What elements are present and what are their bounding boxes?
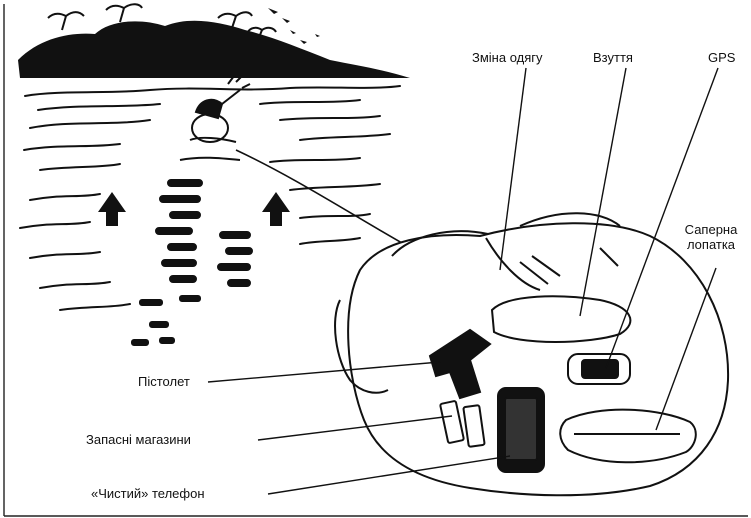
label-clean-phone: «Чистий» телефон: [91, 486, 205, 501]
label-shoes: Взуття: [593, 50, 633, 65]
up-arrow-icon: [98, 192, 126, 226]
label-shovel-line1: Саперна: [676, 222, 746, 237]
dry-bag-icon: [335, 213, 728, 495]
label-clothes-change: Зміна одягу: [472, 50, 543, 65]
label-shovel: Саперна лопатка: [676, 222, 746, 252]
up-arrow-icon: [262, 192, 290, 226]
label-gps: GPS: [708, 50, 735, 65]
label-pistol: Пістолет: [138, 374, 190, 389]
island-silhouette-icon: [18, 4, 410, 78]
swimmer-icon: [132, 76, 252, 345]
tether-line: [236, 150, 418, 252]
label-spare-mags: Запасні магазини: [86, 432, 191, 447]
label-shovel-line2: лопатка: [676, 237, 746, 252]
